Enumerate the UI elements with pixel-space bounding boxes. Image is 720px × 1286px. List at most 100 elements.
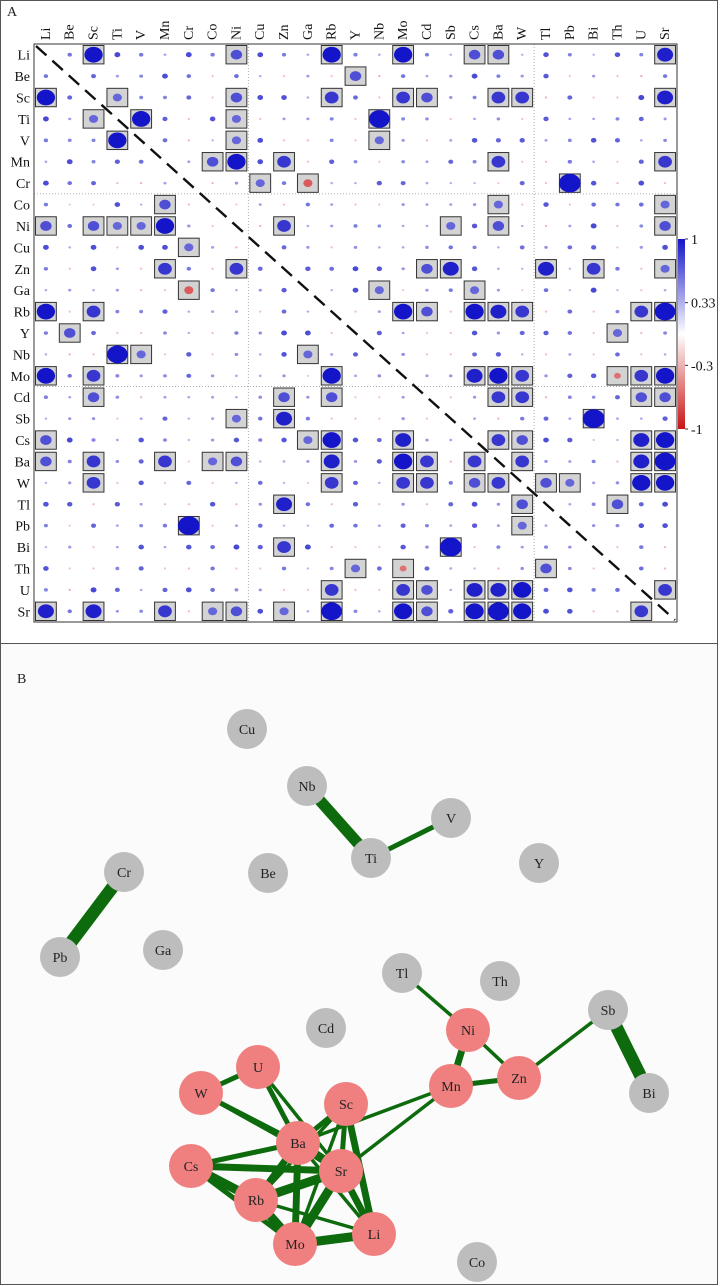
correlation-mark xyxy=(662,74,668,79)
correlation-mark xyxy=(421,606,433,617)
correlation-mark xyxy=(424,566,430,571)
correlation-mark xyxy=(306,53,310,56)
correlation-mark xyxy=(515,369,530,382)
panel-a-label: A xyxy=(7,5,18,20)
correlation-mark xyxy=(520,74,524,78)
correlation-mark xyxy=(616,160,619,163)
network-node xyxy=(429,1064,473,1108)
column-label: Cr xyxy=(182,26,197,40)
correlation-mark xyxy=(378,160,381,163)
correlation-mark xyxy=(402,289,405,292)
correlation-mark xyxy=(616,460,619,463)
correlation-mark xyxy=(66,159,73,165)
correlation-mark xyxy=(425,74,429,78)
correlation-mark xyxy=(211,75,214,78)
correlation-mark xyxy=(568,417,572,420)
correlation-mark xyxy=(139,95,144,100)
correlation-mark xyxy=(543,330,549,336)
correlation-mark xyxy=(591,202,597,207)
correlation-mark xyxy=(229,262,244,275)
correlation-mark xyxy=(115,545,119,549)
correlation-mark xyxy=(543,52,549,58)
correlation-mark xyxy=(234,524,238,527)
correlation-mark xyxy=(138,459,144,464)
correlation-mark xyxy=(490,582,507,597)
correlation-mark xyxy=(234,588,239,592)
correlation-mark xyxy=(230,456,243,467)
correlation-mark xyxy=(281,245,287,250)
correlation-mark xyxy=(543,116,549,122)
correlation-mark xyxy=(329,138,334,143)
correlation-mark xyxy=(303,350,313,359)
correlation-mark xyxy=(115,395,120,399)
correlation-mark xyxy=(568,75,571,78)
correlation-mark xyxy=(210,566,215,571)
correlation-mark xyxy=(466,582,483,597)
correlation-mark xyxy=(258,460,262,463)
correlation-mark xyxy=(654,452,676,471)
correlation-mark xyxy=(468,477,481,488)
correlation-mark xyxy=(306,481,309,484)
correlation-mark xyxy=(638,202,644,207)
correlation-mark xyxy=(449,588,453,592)
correlation-mark xyxy=(424,52,430,57)
correlation-mark xyxy=(282,139,286,142)
correlation-mark xyxy=(330,503,333,506)
correlation-mark xyxy=(235,203,238,206)
correlation-mark xyxy=(377,224,382,228)
correlation-mark xyxy=(396,476,410,489)
correlation-mark xyxy=(568,460,572,463)
correlation-mark xyxy=(64,328,76,338)
correlation-mark xyxy=(378,545,381,549)
correlation-mark xyxy=(544,310,548,313)
network-node-label: Cd xyxy=(318,1022,334,1037)
correlation-mark xyxy=(582,409,605,428)
correlation-mark xyxy=(471,523,478,528)
correlation-mark xyxy=(277,220,291,232)
correlation-mark xyxy=(163,374,167,378)
correlation-mark xyxy=(306,117,310,121)
correlation-mark xyxy=(633,454,650,469)
correlation-mark xyxy=(425,331,429,335)
correlation-mark xyxy=(449,74,453,78)
correlation-mark xyxy=(210,52,215,57)
correlation-mark xyxy=(43,202,49,207)
correlation-mark xyxy=(68,588,71,591)
correlation-mark xyxy=(330,224,334,228)
correlation-mark xyxy=(235,567,238,570)
correlation-mark xyxy=(163,53,167,56)
correlation-mark xyxy=(544,353,548,356)
correlation-mark xyxy=(138,52,144,57)
correlation-mark xyxy=(378,203,381,206)
correlation-mark xyxy=(568,117,572,121)
correlation-mark xyxy=(568,503,572,506)
correlation-mark xyxy=(91,160,96,164)
correlation-mark xyxy=(632,474,651,491)
correlation-mark xyxy=(281,330,287,336)
correlation-mark xyxy=(473,417,477,420)
correlation-mark xyxy=(187,331,191,335)
correlation-mark xyxy=(490,304,507,319)
correlation-mark xyxy=(543,288,549,293)
correlation-mark xyxy=(634,605,649,618)
correlation-mark xyxy=(187,117,190,121)
row-label: Mo xyxy=(11,370,30,385)
correlation-mark xyxy=(544,396,548,399)
network-node xyxy=(629,1073,669,1113)
correlation-mark xyxy=(449,567,453,570)
correlation-mark xyxy=(67,501,73,507)
correlation-mark xyxy=(325,392,338,403)
correlation-mark xyxy=(277,155,291,168)
colorbar xyxy=(678,239,685,429)
correlation-mark xyxy=(615,352,620,357)
correlation-mark xyxy=(115,267,119,271)
network-node xyxy=(236,1045,280,1089)
correlation-mark xyxy=(614,52,621,58)
correlation-mark xyxy=(568,224,572,228)
correlation-mark xyxy=(568,545,572,549)
correlation-mark xyxy=(473,567,476,570)
correlation-mark xyxy=(513,582,532,598)
correlation-mark xyxy=(543,437,549,443)
correlation-mark xyxy=(639,139,643,142)
correlation-mark xyxy=(87,392,100,403)
